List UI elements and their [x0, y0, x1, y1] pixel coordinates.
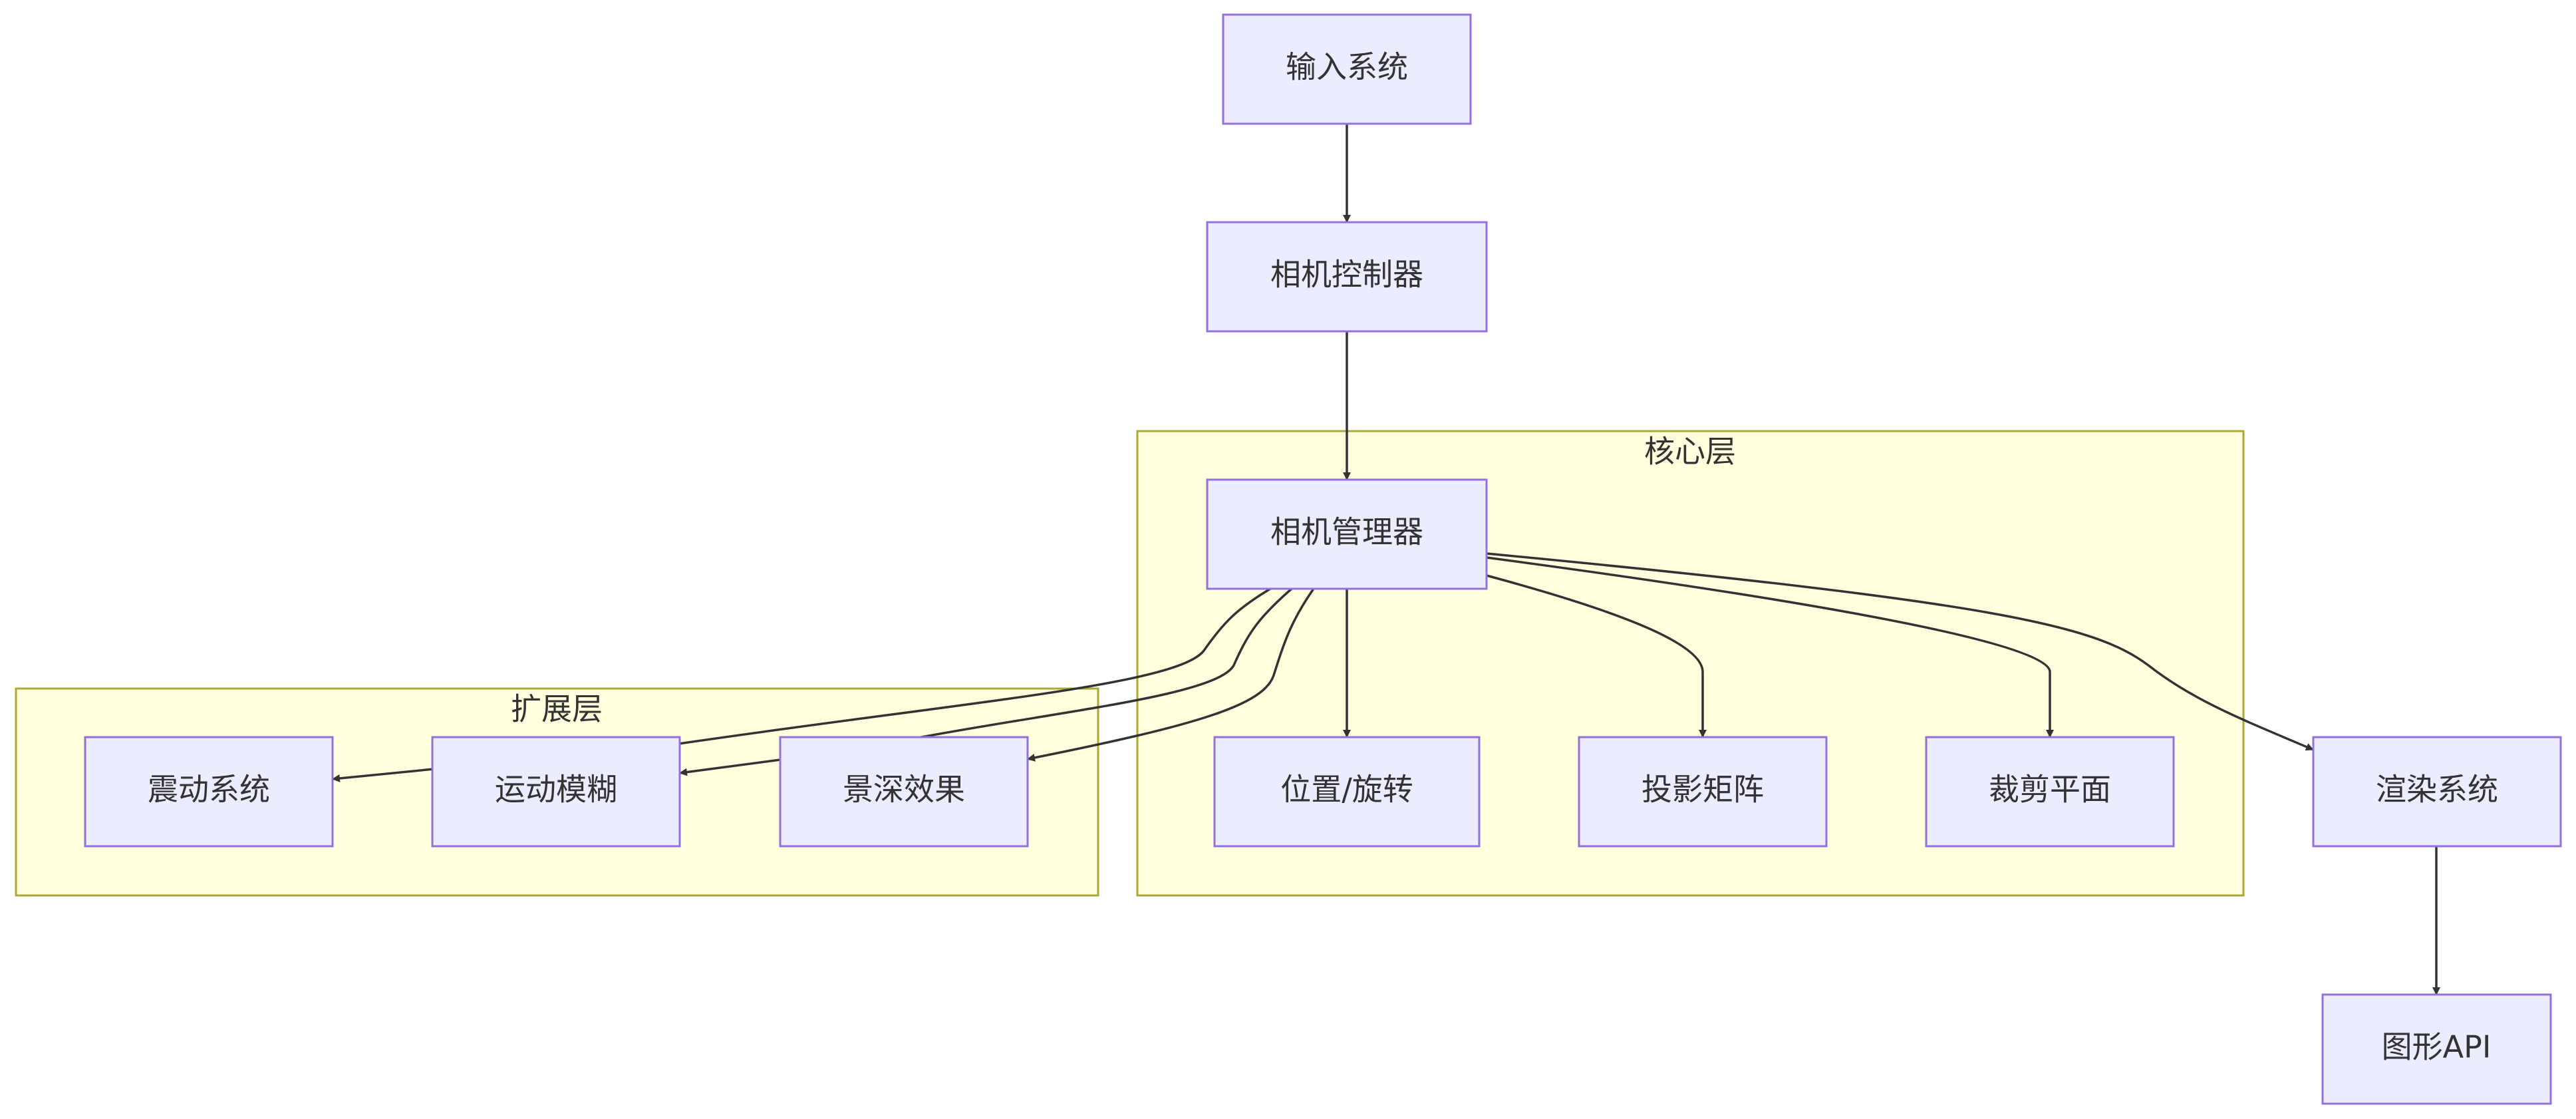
edge-manager-dof [1027, 587, 1315, 762]
edge-manager-clip [1486, 556, 2054, 738]
node-clip: 裁剪平面 [1925, 736, 2175, 848]
edge-manager-render [1486, 552, 2314, 751]
node-manager: 相机管理器 [1206, 478, 1488, 590]
node-clip-label: 裁剪平面 [1989, 772, 2111, 808]
node-input: 输入系统 [1222, 13, 1472, 125]
node-blur: 运动模糊 [431, 736, 681, 848]
node-dof-label: 景深效果 [843, 772, 965, 808]
node-blur-box [431, 736, 681, 848]
node-projection: 投影矩阵 [1578, 736, 1828, 848]
node-render: 渲染系统 [2312, 736, 2562, 848]
node-graphics-label: 图形API [2382, 1029, 2492, 1065]
node-shake: 震动系统 [84, 736, 334, 848]
node-graphics-box [2321, 993, 2552, 1105]
node-controller-label: 相机控制器 [1270, 257, 1423, 293]
node-input-label: 输入系统 [1286, 49, 1408, 85]
node-blur-label: 运动模糊 [495, 772, 617, 808]
node-position-label: 位置/旋转 [1280, 772, 1413, 808]
node-controller-box [1206, 221, 1488, 333]
node-graphics: 图形API [2321, 993, 2552, 1105]
edge-manager-projection [1486, 574, 1707, 738]
node-render-box [2312, 736, 2562, 848]
node-manager-label: 相机管理器 [1270, 514, 1423, 550]
node-shake-box [84, 736, 334, 848]
node-input-box [1222, 13, 1472, 125]
edges [332, 124, 2440, 995]
cluster-core-label: 核心层 [1644, 434, 1736, 470]
node-manager-box [1206, 478, 1488, 590]
node-clip-box [1925, 736, 2175, 848]
node-projection-label: 投影矩阵 [1642, 772, 1764, 808]
node-dof-box [779, 736, 1029, 848]
node-dof: 景深效果 [779, 736, 1029, 848]
edge-manager-shake [332, 587, 1271, 782]
node-position: 位置/旋转 [1213, 736, 1481, 848]
node-controller: 相机控制器 [1206, 221, 1488, 333]
node-shake-label: 震动系统 [148, 772, 270, 808]
node-projection-box [1578, 736, 1828, 848]
edge-manager-blur [679, 587, 1293, 776]
node-render-label: 渲染系统 [2376, 772, 2498, 808]
node-position-box [1213, 736, 1481, 848]
cluster-ext-label: 扩展层 [511, 691, 603, 727]
